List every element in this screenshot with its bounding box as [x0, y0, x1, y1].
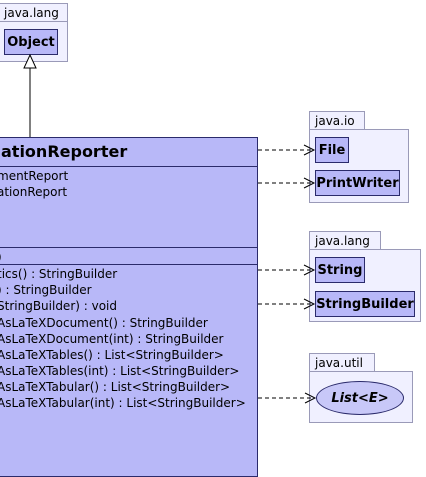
class-object[interactable]: Object [4, 29, 58, 55]
package-label: java.lang [315, 234, 370, 248]
package-label: java.io [315, 114, 355, 128]
method-line: AsLaTeXTabular(int) : List<StringBuilder… [0, 396, 246, 410]
class-file[interactable]: File [315, 137, 349, 163]
package-label: java.lang [4, 6, 59, 20]
method-line: AsLaTeXDocument(int) : StringBuilder [0, 332, 224, 346]
class-stringbuilder-label: StringBuilder [316, 296, 414, 312]
interface-list[interactable]: List<E> [316, 381, 404, 415]
class-printwriter-label: PrintWriter [316, 175, 399, 191]
dependency-arrow-file [303, 144, 316, 156]
method-line: AsLaTeXDocument() : StringBuilder [0, 316, 208, 330]
class-main-reporter[interactable]: ationReporter mentReport ationReport ) t… [0, 137, 258, 477]
class-stringbuilder[interactable]: StringBuilder [315, 291, 415, 317]
class-string[interactable]: String [315, 257, 365, 283]
package-tab-java-io: java.io [309, 111, 365, 130]
class-main-title: ationReporter [1, 142, 128, 161]
dependency-arrow-printwriter [303, 177, 316, 189]
method-line: StringBuilder) : void [0, 299, 117, 313]
package-tab-java-util: java.util [309, 353, 375, 372]
interface-list-label: List<E> [331, 390, 389, 406]
method-line: ) : StringBuilder [0, 283, 92, 297]
attribute-line: mentReport [0, 169, 69, 183]
package-label: java.util [315, 356, 363, 370]
method-line: AsLaTeXTables() : List<StringBuilder> [0, 348, 224, 362]
connectors-layer [23, 53, 317, 404]
class-divider-constructor [0, 264, 257, 265]
inheritance-arrowhead [23, 53, 37, 69]
class-file-label: File [318, 142, 346, 158]
class-printwriter[interactable]: PrintWriter [315, 170, 400, 196]
method-line: AsLaTeXTables(int) : List<StringBuilder> [0, 364, 240, 378]
dependency-arrow-stringbuilder [303, 298, 316, 310]
class-divider-name [0, 166, 257, 167]
method-line: tics() : StringBuilder [0, 267, 118, 281]
constructor-line: ) [0, 249, 2, 265]
dependency-arrow-string [303, 264, 316, 276]
attribute-line: ationReport [0, 185, 68, 199]
class-object-label: Object [7, 34, 55, 50]
class-divider-attributes [0, 247, 257, 248]
method-line: AsLaTeXTabular() : List<StringBuilder> [0, 380, 231, 394]
dependency-arrow-list [304, 392, 317, 404]
class-string-label: String [317, 262, 363, 278]
